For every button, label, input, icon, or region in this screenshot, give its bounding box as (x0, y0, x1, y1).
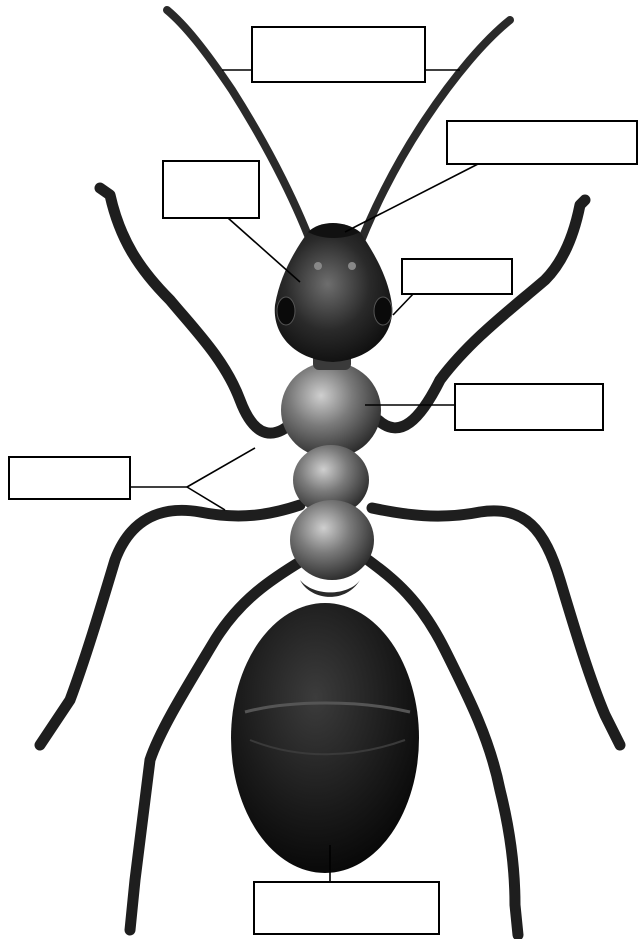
label-abdomen[interactable] (254, 882, 439, 934)
left-eye (277, 297, 295, 325)
label-antenna[interactable] (252, 27, 425, 82)
right-antenna-socket (348, 262, 356, 270)
leader-mandible (345, 164, 478, 232)
leader-eye (393, 292, 415, 315)
leader-legs-2 (187, 448, 255, 487)
head-capsule (275, 232, 393, 362)
thorax (281, 352, 381, 580)
label-legs[interactable] (9, 457, 130, 499)
left-antenna-socket (314, 262, 322, 270)
propodeum (290, 500, 374, 580)
right-eye (374, 297, 392, 325)
petiole (300, 580, 360, 597)
head (275, 223, 393, 362)
abdomen (231, 580, 419, 873)
leader-head (228, 218, 300, 282)
pronotum (281, 362, 381, 458)
label-mandible[interactable] (447, 121, 637, 164)
label-thorax[interactable] (455, 384, 603, 430)
front-left-leg (100, 188, 295, 433)
gaster (231, 603, 419, 873)
label-eye[interactable] (402, 259, 512, 294)
label-head[interactable] (163, 161, 259, 218)
